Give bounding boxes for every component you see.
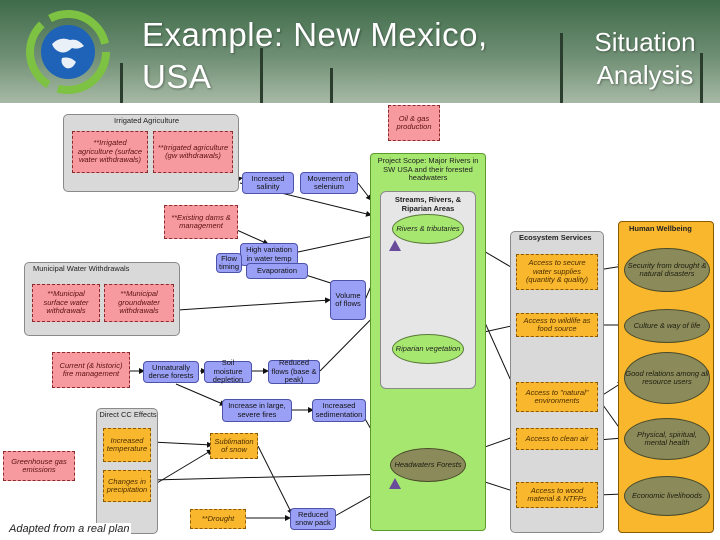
wellbeing-item: Culture & way of life xyxy=(624,309,710,343)
snow-sublimation-threat: Sublimation of snow xyxy=(210,433,258,459)
group-title: Human Wellbeing xyxy=(629,224,692,233)
drought-threat: **Drought xyxy=(190,509,246,529)
tree-silhouette xyxy=(560,33,563,103)
increased-temperature-threat: Increased temperature xyxy=(103,428,151,462)
changes-precipitation-threat: Changes in precipitation xyxy=(103,470,151,502)
wellbeing-item: Security from drought & natural disaster… xyxy=(624,248,710,292)
salinity-factor: Increased salinity xyxy=(242,172,294,194)
headwaters-target: Headwaters Forests xyxy=(390,448,466,482)
tree-silhouette xyxy=(260,48,263,103)
riparian-target: Riparian vegetation xyxy=(392,334,464,364)
rivers-target: Rivers & tributaries xyxy=(392,214,464,244)
service-item: Access to "natural" environments xyxy=(516,382,598,412)
group-title: Irrigated Agriculture xyxy=(114,116,180,125)
wellbeing-item: Physical, spiritual, mental health xyxy=(624,418,710,460)
service-item: Access to secure water supplies (quantit… xyxy=(516,254,598,290)
tree-silhouette xyxy=(120,63,123,103)
selenium-factor: Movement of selenium xyxy=(300,172,358,194)
globe-with-recycle-arrows-icon xyxy=(26,10,110,94)
volume-flows-factor: Volume of flows xyxy=(330,280,366,320)
group-title: Municipal Water Withdrawals xyxy=(33,264,130,273)
group-title: Ecosystem Services xyxy=(519,233,592,242)
wellbeing-item: Economic livelihoods xyxy=(624,476,710,516)
service-item: Access to wood material & NTFPs xyxy=(516,482,598,508)
project-scope-label: Project Scope: Major Rivers in SW USA an… xyxy=(377,156,479,182)
irrigated-groundwater-threat: **Irrigated agriculture (gw withdrawals) xyxy=(153,131,233,173)
existing-dams-threat: **Existing dams & management xyxy=(164,205,238,239)
fire-management-threat: Current (& historic) fire management xyxy=(52,352,130,388)
greenhouse-gas-threat: Greenhouse gas emissions xyxy=(3,451,75,481)
irrigated-surface-threat: **Irrigated agriculture (surface water w… xyxy=(72,131,148,173)
dense-forests-factor: Unnaturally dense forests xyxy=(143,361,199,383)
municipal-groundwater-threat: **Municipal groundwater withdrawals xyxy=(104,284,174,322)
streams-rivers-title: Streams, Rivers, & Riparian Areas xyxy=(394,195,462,213)
municipal-surface-threat: **Municipal surface water withdrawals xyxy=(32,284,100,322)
reduced-flows-factor: Reduced flows (base & peak) xyxy=(268,359,320,384)
flow-timing-factor: Flow timing xyxy=(216,253,242,273)
triangle-marker-icon xyxy=(389,240,401,251)
oil-gas-threat: Oil & gas production xyxy=(388,105,440,141)
service-item: Access to clean air xyxy=(516,428,598,450)
page-subtitle: Situation Analysis xyxy=(594,27,696,90)
large-fires-factor: Increase in large, severe fires xyxy=(222,399,292,422)
wellbeing-item: Good relations among all resource users xyxy=(624,352,710,404)
evaporation-factor: Evaporation xyxy=(246,263,308,279)
service-item: Access to wildlife as food source xyxy=(516,313,598,337)
triangle-marker-icon xyxy=(389,478,401,489)
source-caption: Adapted from a real plan xyxy=(7,523,132,535)
group-title: Direct CC Effects xyxy=(99,410,157,419)
header-banner xyxy=(0,0,720,103)
sedimentation-factor: Increased sedimentation xyxy=(312,399,366,422)
tree-silhouette xyxy=(330,68,333,103)
tree-silhouette xyxy=(700,53,703,103)
reduced-snowpack-factor: Reduced snow pack xyxy=(290,508,336,530)
page-title: Example: New Mexico, USA xyxy=(142,16,488,95)
soil-moisture-factor: Soil moisture depletion xyxy=(204,359,252,384)
